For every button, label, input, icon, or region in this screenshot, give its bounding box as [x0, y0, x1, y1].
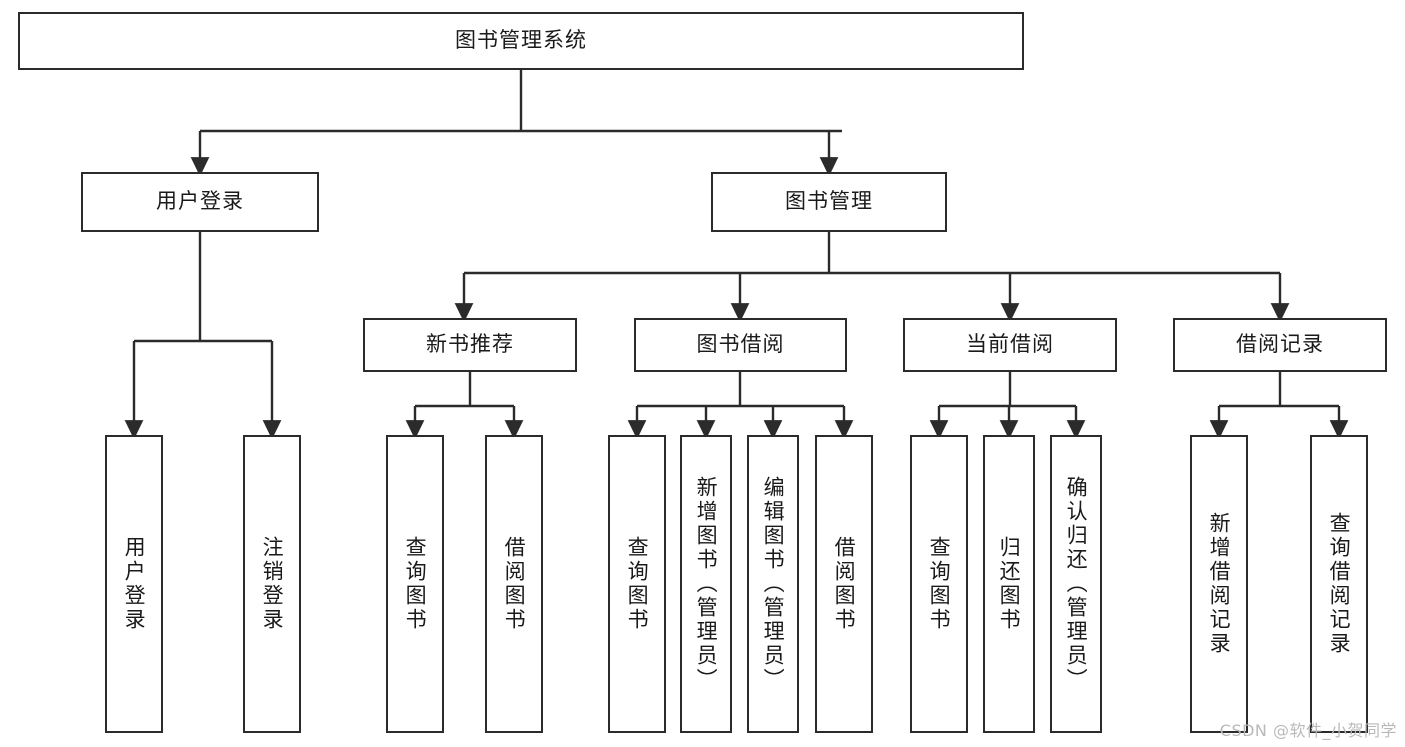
leaf-label: 用户登录 — [122, 536, 147, 632]
leaf-query-book-borrow[interactable]: 查询图书 — [608, 435, 666, 733]
leaf-query-book-newbook[interactable]: 查询图书 — [386, 435, 444, 733]
leaf-edit-book-admin[interactable]: 编辑图书（管理员） — [747, 435, 799, 733]
node-user-login[interactable]: 用户登录 — [81, 172, 319, 232]
leaf-borrow-book-newbook[interactable]: 借阅图书 — [485, 435, 543, 733]
leaf-logout[interactable]: 注销登录 — [243, 435, 301, 733]
leaf-add-borrow-record[interactable]: 新增借阅记录 — [1190, 435, 1248, 733]
node-book-borrow[interactable]: 图书借阅 — [634, 318, 847, 372]
leaf-label: 查询借阅记录 — [1327, 512, 1352, 656]
leaf-label: 确认归还（管理员） — [1064, 476, 1089, 692]
leaf-label: 新增借阅记录 — [1207, 512, 1232, 656]
node-book-management[interactable]: 图书管理 — [711, 172, 947, 232]
leaf-label: 查询图书 — [403, 536, 428, 632]
leaf-confirm-return-admin[interactable]: 确认归还（管理员） — [1050, 435, 1102, 733]
leaf-label: 新增图书（管理员） — [694, 476, 719, 692]
leaf-add-book-admin[interactable]: 新增图书（管理员） — [680, 435, 732, 733]
leaf-return-book[interactable]: 归还图书 — [983, 435, 1035, 733]
node-current-borrow[interactable]: 当前借阅 — [903, 318, 1117, 372]
leaf-label: 借阅图书 — [832, 536, 857, 632]
leaf-label: 查询图书 — [625, 536, 650, 632]
leaf-query-book-current[interactable]: 查询图书 — [910, 435, 968, 733]
watermark-text: CSDN @软件_小贺同学 — [1219, 721, 1397, 740]
leaf-label: 注销登录 — [260, 536, 285, 632]
leaf-user-login[interactable]: 用户登录 — [105, 435, 163, 733]
node-root-system[interactable]: 图书管理系统 — [18, 12, 1024, 70]
leaf-label: 借阅图书 — [502, 536, 527, 632]
node-borrow-record[interactable]: 借阅记录 — [1173, 318, 1387, 372]
leaf-label: 查询图书 — [927, 536, 952, 632]
leaf-label: 编辑图书（管理员） — [761, 476, 786, 692]
node-new-book-recommend[interactable]: 新书推荐 — [363, 318, 577, 372]
leaf-borrow-book[interactable]: 借阅图书 — [815, 435, 873, 733]
leaf-query-borrow-record[interactable]: 查询借阅记录 — [1310, 435, 1368, 733]
leaf-label: 归还图书 — [997, 536, 1022, 632]
